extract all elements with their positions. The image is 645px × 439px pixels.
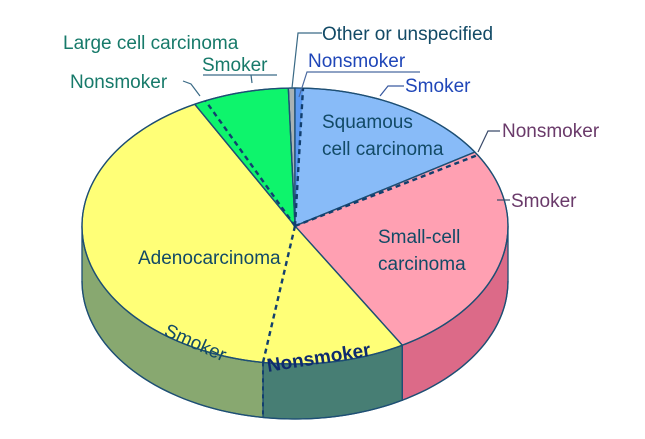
label-large-cell: Large cell carcinoma bbox=[63, 33, 239, 54]
leader-squamous-nonsmoker bbox=[298, 71, 420, 98]
label-squamous-line2: cell carcinoma bbox=[322, 139, 444, 160]
pie-sides bbox=[81, 225, 509, 420]
label-squamous-line1: Squamous bbox=[322, 112, 413, 133]
leader-other bbox=[291, 32, 322, 89]
slice-edge-small-cell-carcinoma bbox=[294, 151, 476, 227]
leader-large-nonsmoker bbox=[182, 80, 201, 97]
label-squamous-nonsmoker: Nonsmoker bbox=[308, 51, 406, 72]
pie-bottom-outline bbox=[81, 280, 509, 420]
leader-squamous-smoker bbox=[379, 85, 404, 97]
pie-outline bbox=[81, 87, 509, 365]
leader-lines bbox=[182, 32, 510, 201]
label-adenocarcinoma: Adenocarcinoma bbox=[138, 248, 281, 269]
label-smallcell-nonsmoker: Nonsmoker bbox=[502, 121, 600, 142]
slice-edge-large-cell-carcinoma bbox=[194, 103, 296, 227]
leader-smallcell-nonsmoker bbox=[477, 130, 500, 153]
label-other: Other or unspecified bbox=[322, 24, 493, 45]
label-large-smoker: Smoker bbox=[202, 55, 268, 76]
divider-large-cell-carcinoma bbox=[204, 100, 296, 227]
label-large-nonsmoker: Nonsmoker bbox=[70, 72, 168, 93]
subslice-dividers bbox=[204, 88, 479, 418]
slice-edge-adenocarcinoma bbox=[294, 225, 403, 346]
label-smallcell-smoker: Smoker bbox=[511, 191, 577, 212]
label-squamous-smoker: Smoker bbox=[405, 76, 471, 97]
slice-edge-other-or-unspecified bbox=[287, 88, 296, 227]
divider-small-cell-carcinoma bbox=[294, 153, 479, 228]
label-smallcell-line1: Small-cell bbox=[378, 227, 460, 248]
label-smallcell-line2: carcinoma bbox=[378, 254, 466, 275]
leader-large-smoker-tick bbox=[250, 74, 253, 84]
